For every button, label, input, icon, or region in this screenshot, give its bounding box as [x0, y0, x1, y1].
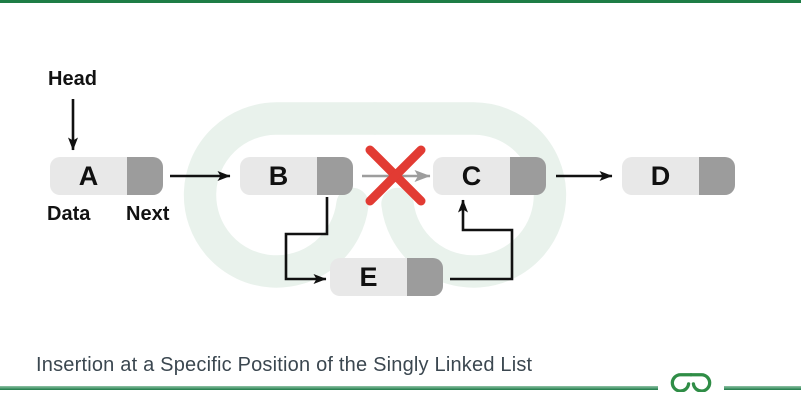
node-a-next-cell [127, 157, 163, 195]
node-c: C [433, 157, 546, 195]
next-label: Next [126, 203, 170, 225]
node-b-data-cell: B [240, 157, 317, 195]
node-e: E [330, 258, 443, 296]
head-label: Head [48, 68, 97, 90]
node-e-next-cell [407, 258, 443, 296]
node-b: B [240, 157, 353, 195]
node-c-next-cell [510, 157, 546, 195]
node-b-next-cell [317, 157, 353, 195]
node-d: D [622, 157, 735, 195]
top-accent-bar [0, 0, 801, 3]
geeksforgeeks-logo [658, 365, 724, 395]
node-d-next-cell [699, 157, 735, 195]
bottom-rule-left [0, 386, 660, 390]
node-c-data-cell: C [433, 157, 510, 195]
arrow-B-to-E [284, 197, 329, 284]
node-a: A [50, 157, 163, 195]
arrow-E-to-C [450, 199, 514, 281]
red-x-icon [365, 145, 426, 206]
node-a-data-cell: A [50, 157, 127, 195]
bottom-rule-right [722, 386, 801, 390]
node-d-data-cell: D [622, 157, 699, 195]
node-e-data-cell: E [330, 258, 407, 296]
data-label: Data [47, 203, 91, 225]
caption-text: Insertion at a Specific Position of the … [36, 354, 533, 376]
